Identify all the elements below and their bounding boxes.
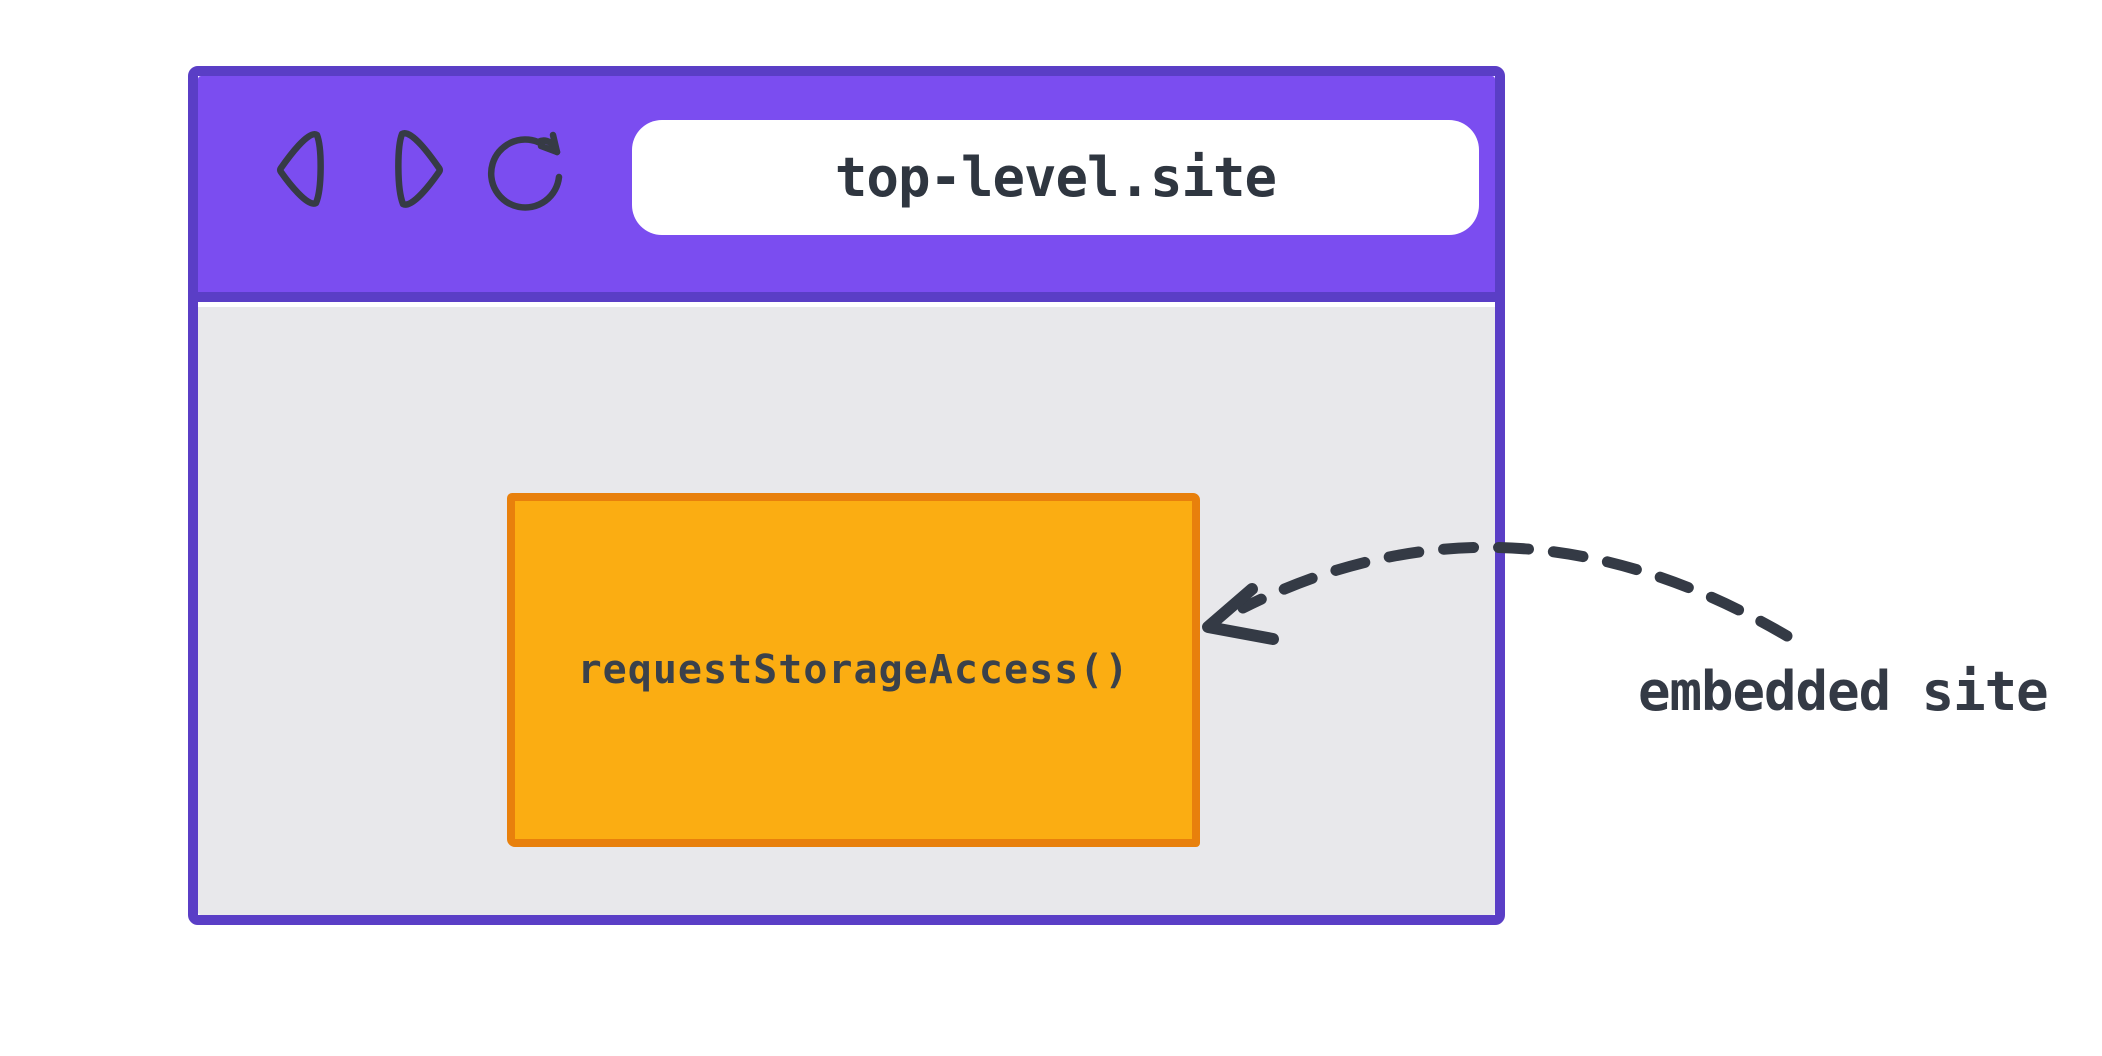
browser-toolbar: top-level.site xyxy=(198,76,1495,302)
back-button[interactable] xyxy=(272,127,330,211)
forward-icon xyxy=(386,126,448,212)
back-icon xyxy=(272,127,330,211)
url-text: top-level.site xyxy=(834,146,1277,209)
embedded-iframe[interactable]: requestStorageAccess() xyxy=(507,493,1200,847)
reload-icon xyxy=(484,120,572,215)
reload-button[interactable] xyxy=(484,120,572,215)
forward-button[interactable] xyxy=(386,126,448,212)
embedded-site-label: embedded site xyxy=(1638,660,2049,723)
url-bar[interactable]: top-level.site xyxy=(632,120,1479,235)
iframe-label: requestStorageAccess() xyxy=(577,647,1130,693)
